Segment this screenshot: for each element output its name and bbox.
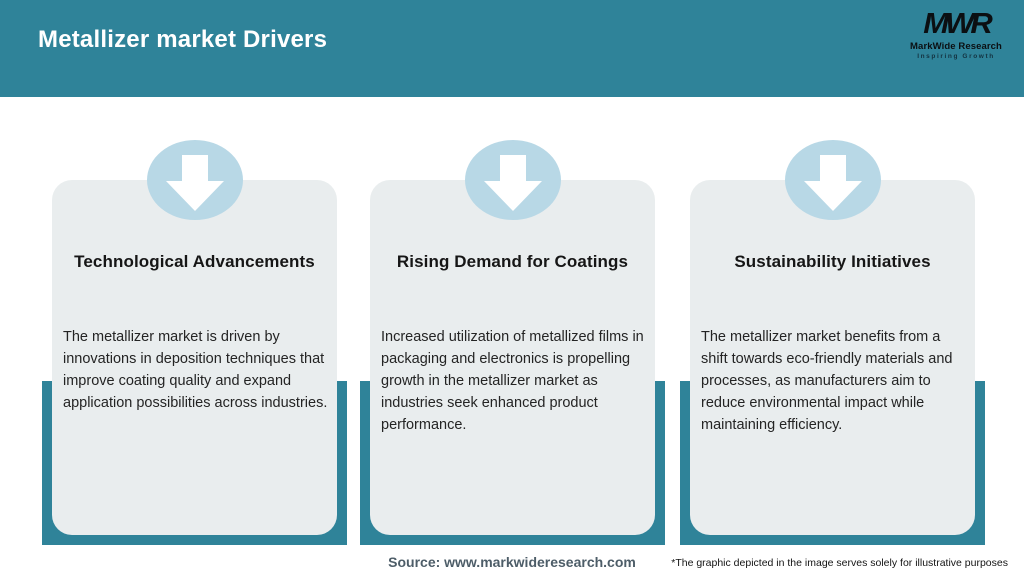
arrow-down-icon bbox=[464, 140, 561, 220]
arrow-down-icon bbox=[146, 140, 243, 220]
card-panel bbox=[690, 180, 975, 535]
card-panel bbox=[52, 180, 337, 535]
source-text: Source: www.markwideresearch.com bbox=[388, 554, 636, 570]
card-body: The metallizer market benefits from a sh… bbox=[701, 329, 953, 433]
card-body: Increased utilization of metallized film… bbox=[381, 329, 644, 433]
disclaimer-text: *The graphic depicted in the image serve… bbox=[671, 557, 1008, 569]
card-panel bbox=[370, 180, 655, 535]
logo-monogram: MWR bbox=[923, 7, 992, 40]
driver-card-sustainability-initiatives: Sustainability Initiatives The metallize… bbox=[680, 140, 985, 545]
header-bar: Metallizer market Drivers MWR MarkWide R… bbox=[0, 0, 1024, 97]
page-title: Metallizer market Drivers bbox=[38, 26, 328, 53]
card-title: Sustainability Initiatives bbox=[734, 252, 931, 271]
card-body: The metallizer market is driven by innov… bbox=[63, 329, 328, 411]
markwide-research-logo: MWR MarkWide Research Inspiring Growth bbox=[904, 9, 1008, 60]
logo-name: MarkWide Research bbox=[910, 41, 1002, 52]
driver-card-technological-advancements: Technological Advancements The metallize… bbox=[42, 140, 347, 545]
card-title: Rising Demand for Coatings bbox=[396, 252, 629, 271]
logo-tagline: Inspiring Growth bbox=[917, 52, 995, 60]
card-title: Technological Advancements bbox=[74, 252, 315, 271]
arrow-down-icon bbox=[784, 140, 881, 220]
driver-card-rising-demand-for-coatings: Rising Demand for Coatings Increased uti… bbox=[360, 140, 665, 545]
